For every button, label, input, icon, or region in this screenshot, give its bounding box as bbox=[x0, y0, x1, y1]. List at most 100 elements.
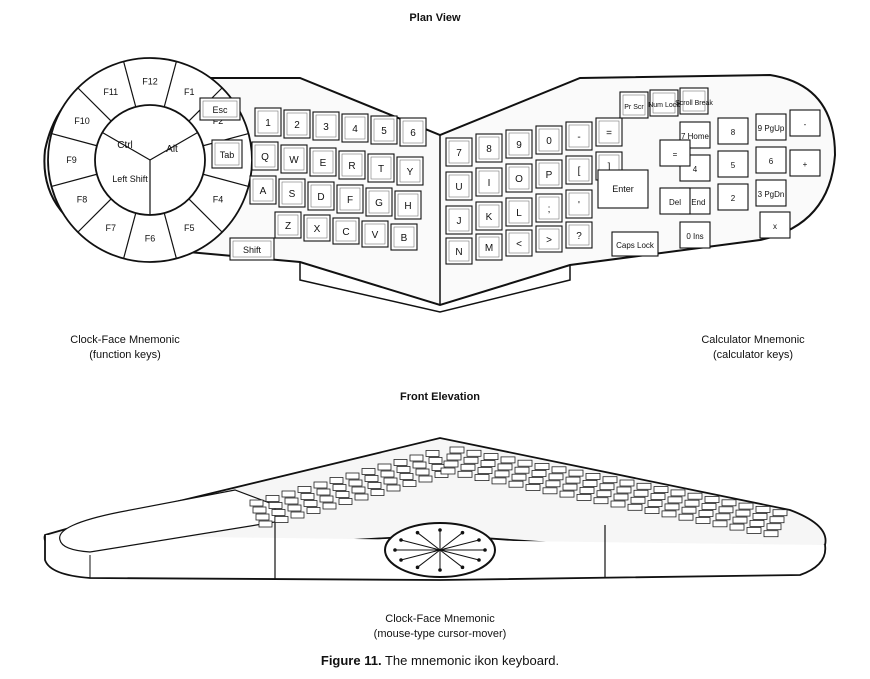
elevation-right-key bbox=[735, 509, 751, 517]
clock-face-label-line2: (function keys) bbox=[89, 349, 161, 361]
elevation-left-key bbox=[284, 497, 299, 505]
cursor-arrow-head bbox=[477, 558, 481, 562]
qwerty-key-2 bbox=[309, 147, 337, 177]
number-key-5 bbox=[399, 117, 427, 147]
elevation-left-key bbox=[332, 484, 347, 491]
right-lower-key-face-0 bbox=[448, 240, 470, 262]
cursor-arrow-head bbox=[399, 538, 403, 542]
elevation-left-key bbox=[297, 486, 312, 493]
elevation-right-key bbox=[568, 469, 584, 477]
qwerty-key-face-1 bbox=[283, 147, 305, 171]
home-key-face-0 bbox=[252, 178, 274, 202]
cursor-arrow-line bbox=[417, 549, 441, 568]
elevation-right-key bbox=[463, 456, 479, 464]
function-key-f5: F5 bbox=[184, 223, 195, 233]
elevation-right-key bbox=[678, 513, 694, 521]
clock-face-function-keys: F12F1F2F3F4F5F6F7F8F9F10F11CtrlAltLeft S… bbox=[47, 57, 253, 263]
right-upper-key-label-1: I bbox=[488, 178, 491, 189]
elevation-left-key bbox=[329, 477, 344, 484]
elevation-right-key bbox=[766, 523, 782, 531]
qwerty-key-label-0: Q bbox=[261, 152, 269, 163]
elevation-right-key bbox=[585, 472, 601, 480]
right-lower-key-3 bbox=[535, 225, 563, 253]
elevation-right-key bbox=[576, 493, 592, 501]
elevation-right-key bbox=[746, 527, 762, 534]
elevation-left-key bbox=[377, 463, 392, 471]
function-key-f10: F10 bbox=[74, 116, 90, 126]
elevation-left-palm-rest bbox=[59, 489, 276, 553]
calc-key-4 bbox=[717, 150, 749, 178]
right-lower-key-0 bbox=[445, 237, 473, 265]
number-key-4 bbox=[370, 115, 398, 145]
elevation-right-key bbox=[494, 470, 510, 478]
number-key-face-5 bbox=[402, 120, 424, 144]
elevation-right-key bbox=[559, 490, 575, 498]
cursor-arrow-head bbox=[415, 565, 420, 570]
elevation-right-key bbox=[749, 520, 765, 527]
number-key-label-1: 2 bbox=[294, 120, 300, 131]
number-key-face-0 bbox=[257, 110, 279, 134]
sys-key-2 bbox=[679, 87, 709, 115]
right-upper-key-1 bbox=[475, 167, 503, 197]
clock-key-divider bbox=[51, 173, 98, 187]
elevation-right-key bbox=[695, 517, 711, 524]
cursor-arrow-line bbox=[417, 532, 441, 551]
right-lower-key-face-1 bbox=[478, 236, 500, 258]
calc-key-label-0: 7 Home bbox=[681, 132, 710, 141]
bottom-key-face-1 bbox=[306, 217, 328, 239]
elevation-right-key bbox=[480, 460, 496, 468]
esc-key-0 bbox=[199, 97, 241, 121]
right-upper-key-face-0 bbox=[448, 174, 470, 198]
elevation-right-key bbox=[619, 479, 635, 487]
calc-key-label-12: - bbox=[804, 120, 807, 129]
elevation-left-key bbox=[396, 466, 411, 473]
right-number-key-1 bbox=[475, 133, 503, 163]
right-upper-key-label-5: ] bbox=[608, 162, 611, 173]
elevation-right-key bbox=[627, 503, 643, 511]
number-key-face-1 bbox=[286, 112, 308, 136]
figure-caption-label: Figure 11. bbox=[320, 653, 382, 668]
qwerty-key-face-4 bbox=[370, 156, 392, 180]
elevation-left-key bbox=[345, 472, 360, 480]
bottom-key-face-2 bbox=[335, 220, 357, 242]
sys-key-0 bbox=[619, 91, 649, 119]
elevation-right-key bbox=[483, 453, 499, 461]
number-key-0 bbox=[254, 107, 282, 137]
elevation-left-key bbox=[268, 502, 283, 509]
cursor-arrow-head bbox=[460, 565, 465, 570]
right-lower-key-4 bbox=[565, 221, 593, 249]
elevation-right-key bbox=[732, 516, 748, 524]
number-key-label-4: 5 bbox=[381, 126, 387, 137]
number-key-face-4 bbox=[373, 118, 395, 142]
cursor-arrow-head bbox=[438, 568, 442, 572]
elevation-right-key bbox=[477, 467, 493, 475]
number-key-label-0: 1 bbox=[265, 118, 271, 129]
right-lower-key-label-1: M bbox=[485, 243, 493, 254]
right-number-key-label-5: = bbox=[606, 128, 612, 139]
right-number-key-face-5 bbox=[598, 120, 620, 144]
elevation-right-key bbox=[548, 473, 564, 481]
elevation-left-key bbox=[306, 507, 321, 514]
elevation-right-key bbox=[551, 466, 567, 474]
calc-key-label-5: 6 bbox=[769, 157, 774, 166]
calc-key-label-4: 5 bbox=[731, 161, 736, 170]
right-number-key-face-0 bbox=[448, 140, 470, 164]
tab-key-label-0: Tab bbox=[220, 150, 235, 160]
right-lower-key-face-2 bbox=[508, 232, 530, 254]
function-key-f11: F11 bbox=[103, 87, 118, 97]
clock-key-divider bbox=[163, 212, 177, 259]
elevation-right-key bbox=[599, 483, 615, 491]
elevation-right-key bbox=[457, 470, 473, 478]
elevation-left-key bbox=[418, 475, 433, 483]
elevation-right-key bbox=[687, 492, 703, 500]
bottom-key-0 bbox=[274, 211, 302, 239]
number-key-label-5: 6 bbox=[410, 128, 416, 139]
home-key-3 bbox=[336, 184, 364, 214]
home-key-2 bbox=[307, 181, 335, 211]
mouse-label-line2: (mouse-type cursor-mover) bbox=[373, 628, 507, 640]
qwerty-key-3 bbox=[338, 150, 366, 180]
elevation-right-key bbox=[633, 489, 649, 497]
right-middle-key-face-0 bbox=[448, 208, 470, 232]
